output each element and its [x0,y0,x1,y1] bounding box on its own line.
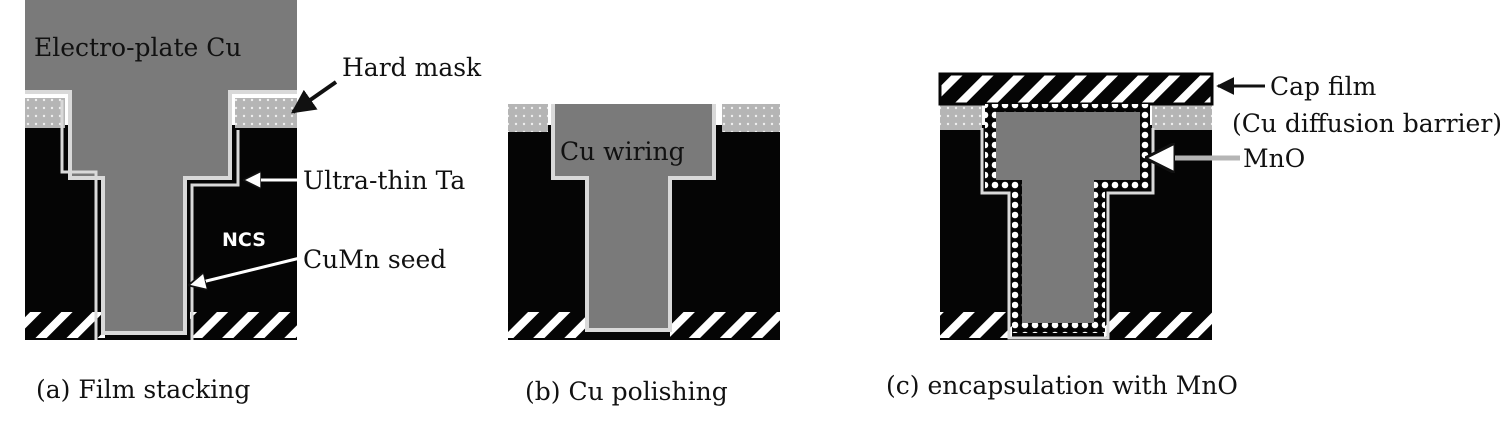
panel-b: Cu wiring (b) Cu polishing [508,104,780,406]
etch-stop-left-c [940,312,1012,338]
etch-stop-right-b [670,312,780,338]
ta-liner-b [551,104,716,332]
electro-plate-cu [25,0,297,333]
ta-liner-c [980,128,1155,340]
caption-a: (a) Film stacking [36,375,250,404]
ncs-label: NCS [222,229,266,251]
cumn-seed-line-a [60,100,98,340]
hard-mask-left-a [25,98,65,128]
etch-stop-right-c [1104,312,1212,338]
callout-ultra-thin-ta: Ultra-thin Ta [303,166,465,195]
callout-mno: MnO [1243,144,1305,173]
hard-mask-left-c [940,104,982,130]
ta-liner-a [25,90,297,335]
hard-mask-arrow [291,80,338,114]
inner-label-b: Cu wiring [560,137,685,166]
callout-cu-diffusion-barrier: (Cu diffusion barrier) [1232,109,1502,138]
caption-b: (b) Cu polishing [525,377,728,406]
cumn-seed-arrow [190,256,301,285]
callout-cumn-seed: CuMn seed [303,245,446,274]
etch-stop-left-a [25,312,105,338]
cu-core-c [996,112,1140,323]
callout-hard-mask: Hard mask [342,53,482,82]
hard-mask-right-b [722,104,780,132]
cap-film [938,72,1214,106]
panel-c: Cap film (Cu diffusion barrier) MnO (c) … [886,72,1502,400]
hard-mask-right-a [235,98,297,128]
panel-a: Electro-plate Cu NCS Hard mask Ultra-thi… [25,0,482,404]
cu-wiring [553,104,714,330]
hard-mask-right-c [1152,104,1212,130]
callout-cap-film: Cap film [1270,72,1377,101]
inner-label-a: Electro-plate Cu [34,33,241,62]
etch-stop-right-a [190,312,297,338]
caption-c: (c) encapsulation with MnO [886,371,1238,400]
hard-mask-left-b [508,104,548,132]
etch-stop-left-b [508,312,586,338]
cumn-seed-line-right-a [190,130,240,340]
